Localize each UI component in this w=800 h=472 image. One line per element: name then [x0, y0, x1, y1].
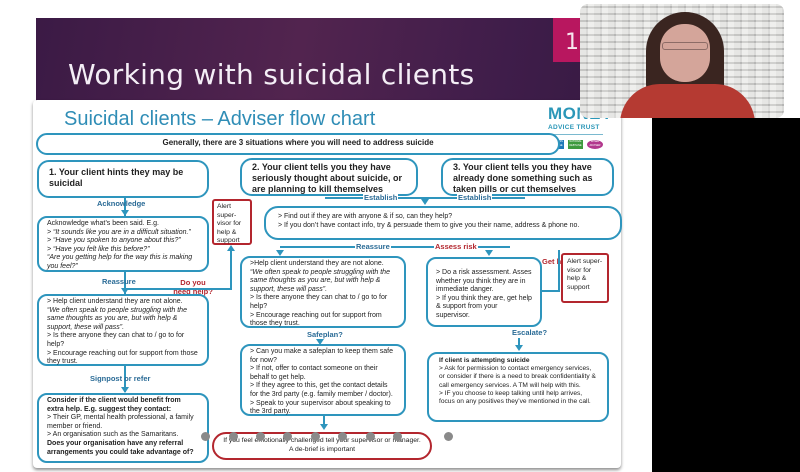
loading-dot: [256, 432, 265, 441]
loading-dot: [229, 432, 238, 441]
acknowledge-line: > “Have you felt like this before?”: [47, 245, 150, 253]
arrow-down-icon: [276, 250, 284, 256]
safeplan-line: > If not, offer to contact someone on th…: [250, 365, 378, 381]
logo-divider: [548, 134, 603, 135]
speaker-face: [660, 24, 710, 82]
arrow-down-icon: [121, 210, 129, 216]
arrow-down-icon: [121, 288, 129, 294]
safeplan-line: > Can you make a safeplan to keep them s…: [250, 348, 394, 364]
arrow-down-icon: [121, 387, 129, 393]
attempting-suicide-box: If client is attempting suicide > Ask fo…: [427, 352, 609, 422]
intro-box: Generally, there are 3 situations where …: [36, 133, 560, 155]
logo-badge-national-debtline: NATIONAL DEBTLINE: [568, 140, 583, 149]
arrow-down-icon: [320, 424, 328, 430]
signpost-line: Consider if the client would benefit fro…: [47, 397, 181, 413]
arrow-down-icon: [316, 339, 324, 345]
reassure-line: >Help client understand they are not alo…: [250, 260, 384, 267]
connector-line: [542, 290, 560, 292]
arrow-down-icon: [421, 199, 429, 205]
situation-3-box: 3. Your client tells you they have alrea…: [441, 158, 614, 196]
connector-line: [124, 272, 126, 294]
acknowledge-line: > “It sounds like you are in a difficult…: [47, 228, 191, 236]
attempting-line: > IF you choose to keep talking until he…: [439, 389, 591, 406]
reassure-box-mid: >Help client understand they are not alo…: [240, 256, 406, 328]
loading-dot: [444, 432, 453, 441]
label-establish: Establish: [457, 193, 493, 202]
connector-line: [518, 338, 520, 348]
logo-badge-wiser-adviser: WISER ADVISER: [587, 140, 603, 149]
webcam-video[interactable]: [580, 4, 784, 118]
connector-line: [124, 198, 126, 216]
label-need-help: Do you need help?: [173, 278, 213, 296]
slide-number: 1: [565, 30, 579, 55]
loading-dot: [201, 432, 210, 441]
debrief-line: If you feel emotionally challenged tell …: [223, 437, 421, 444]
loading-dot: [393, 432, 402, 441]
risk-assessment-box: > Do a risk assessment. Asses whether yo…: [426, 257, 542, 327]
label-reassure-mid: Reassure: [355, 242, 391, 251]
connector-line: [280, 246, 510, 248]
reassure-box-left: > Help client understand they are not al…: [37, 294, 209, 366]
situation-1-box: 1. Your client hints they may be suicida…: [37, 160, 209, 198]
arrow-up-icon: [227, 245, 235, 251]
connector-line: [230, 250, 232, 290]
loading-dot: [311, 432, 320, 441]
flowchart-title: Suicidal clients – Adviser flow chart: [64, 108, 376, 130]
safeplan-line: > Speak to your supervisor about speakin…: [250, 399, 391, 416]
label-acknowledge: Acknowledge: [97, 199, 146, 208]
logo-subtitle: ADVICE TRUST: [548, 124, 600, 131]
loading-dot: [338, 432, 347, 441]
label-reassure: Reassure: [102, 277, 136, 286]
establish-box: > Find out if they are with anyone & if …: [264, 206, 622, 240]
reassure-line: > Encourage reaching out for support fro…: [250, 311, 382, 328]
arrow-down-icon: [515, 345, 523, 351]
reassure-line: > Help client understand they are not al…: [47, 298, 183, 305]
alert-supervisor-box-2: Alert super-visor for help & support: [561, 253, 609, 303]
label-get-help: Get help: [542, 257, 573, 266]
label-establish: Establish: [363, 193, 399, 202]
attempting-line: > Ask for permission to contact emergenc…: [439, 365, 596, 389]
risk-line: > If you think they are, get help & supp…: [436, 294, 532, 319]
safeplan-box: > Can you make a safeplan to keep them s…: [240, 344, 406, 416]
situation-2-box: 2. Your client tells you they have serio…: [240, 158, 418, 196]
connector-line: [124, 288, 232, 290]
slide-header-background: [36, 18, 616, 108]
attempting-heading: If client is attempting suicide: [439, 357, 530, 364]
signpost-line: > An organisation such as the Samaritans…: [47, 431, 179, 439]
video-black-area: [652, 118, 800, 472]
connector-line: [124, 366, 126, 392]
signpost-box: Consider if the client would benefit fro…: [37, 393, 209, 463]
label-signpost: Signpost or refer: [90, 374, 151, 383]
establish-line: > Find out if they are with anyone & if …: [278, 213, 453, 220]
connector-line: [323, 416, 325, 428]
label-escalate: Escalate?: [512, 328, 548, 337]
signpost-line: Does your organisation have any referral…: [47, 439, 194, 456]
speaker-glasses: [662, 42, 708, 50]
reassure-line: “We often speak to people struggling wit…: [47, 306, 187, 331]
establish-line: > If you don’t have contact info, try & …: [278, 221, 580, 229]
acknowledge-line: > “Have you spoken to anyone about this?…: [47, 237, 181, 245]
alert-supervisor-box: Alert super-visor for help & support: [212, 199, 252, 245]
acknowledge-box: Acknowledge what’s been said. E.g. > “It…: [37, 216, 209, 272]
loading-dot: [283, 432, 292, 441]
risk-line: > Do a risk assessment. Asses whether yo…: [436, 269, 532, 294]
slide-title: Working with suicidal clients: [68, 58, 475, 91]
reassure-line: > Is there anyone they can chat to / go …: [250, 294, 388, 310]
safeplan-line: > If they agree to this, get the contact…: [250, 382, 393, 398]
acknowledge-line: Acknowledge what’s been said. E.g.: [47, 220, 159, 227]
loading-dot: [366, 432, 375, 441]
connector-line: [558, 250, 560, 292]
acknowledge-line: “Are you getting help for the way this i…: [47, 254, 193, 270]
arrow-down-icon: [485, 250, 493, 256]
reassure-line: > Encourage reaching out for support fro…: [47, 349, 198, 366]
label-assess-risk: Assess risk: [434, 242, 478, 251]
reassure-line: “We often speak to people struggling wit…: [250, 268, 390, 293]
label-safeplan: Safeplan?: [307, 330, 343, 339]
speaker-body: [620, 84, 755, 118]
signpost-line: > Their GP, mental health professional, …: [47, 414, 194, 430]
reassure-line: > Is there anyone they can chat to / go …: [47, 332, 185, 348]
debrief-line: A de-brief is important: [288, 445, 356, 453]
